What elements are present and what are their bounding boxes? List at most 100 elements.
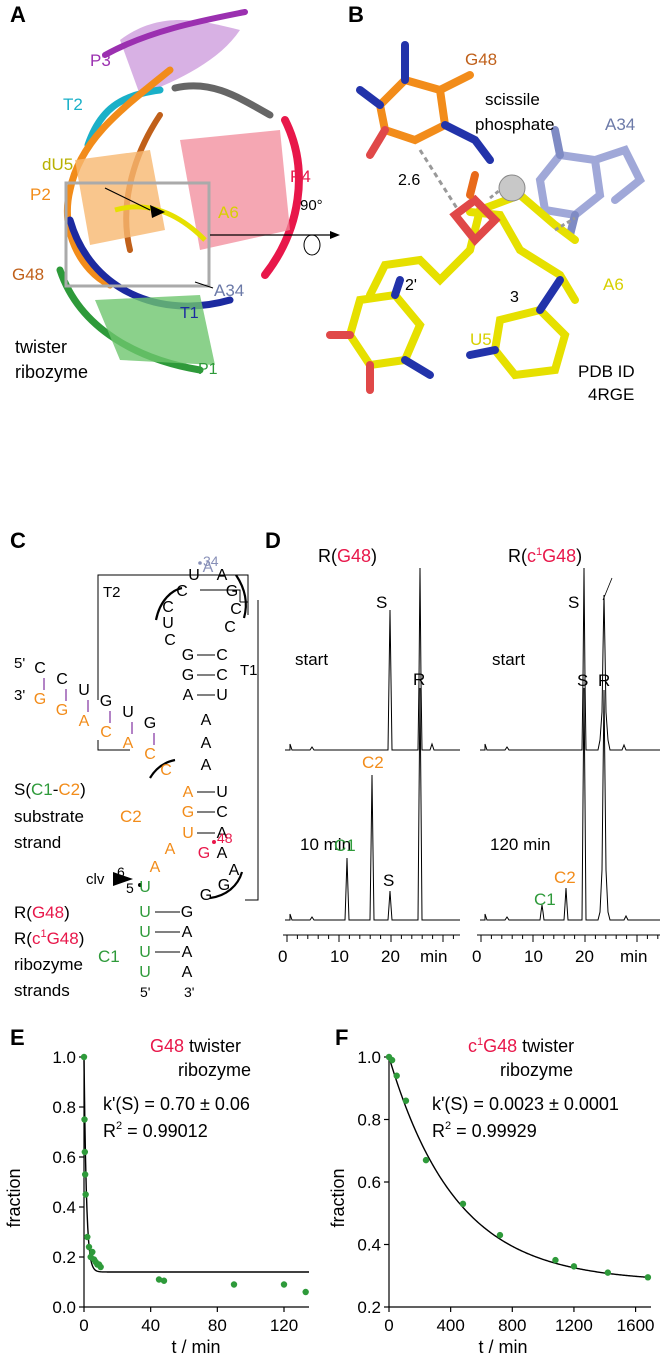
base-34: G xyxy=(181,904,193,921)
p3-helix-shape xyxy=(120,20,240,95)
p4-backbone xyxy=(261,116,303,279)
a6-base xyxy=(466,276,570,380)
base-5: G xyxy=(226,583,238,600)
d-right-c2: C2 xyxy=(554,868,576,887)
e-title-line1: G48 twister xyxy=(150,1036,241,1056)
e-point-2 xyxy=(81,1148,89,1156)
e-point-0 xyxy=(80,1053,88,1061)
f-xlabel: t / min xyxy=(478,1337,527,1357)
p1-arc xyxy=(209,871,244,900)
base-32: U xyxy=(139,879,151,896)
f-title-line2: ribozyme xyxy=(500,1060,573,1080)
base-51: A xyxy=(123,735,134,752)
c-bottom-5prime: 5' xyxy=(140,984,150,1000)
base-0: C xyxy=(176,583,188,600)
label-twister: twister xyxy=(15,337,67,357)
d-right-s2-label: S xyxy=(577,671,588,690)
panel-letter-a: A xyxy=(10,2,26,27)
d-time-axes xyxy=(283,934,660,942)
hbond-metal xyxy=(489,188,501,200)
e-annotation-k: k'(S) = 0.70 ± 0.06 xyxy=(103,1094,250,1114)
d-right-s-label: S xyxy=(568,593,579,612)
e-ytick-label-5: 1.0 xyxy=(52,1048,76,1067)
c-label-3prime: 3' xyxy=(14,687,25,704)
c-label-5prime: 5' xyxy=(14,655,25,672)
base-15: U xyxy=(216,687,228,704)
d-left-title: R(G48) xyxy=(318,546,377,566)
gray-loop-backbone xyxy=(171,82,274,119)
label-t2: T2 xyxy=(63,95,83,114)
base-20: U xyxy=(216,784,228,801)
d-right-tick-10: 10 xyxy=(524,947,543,966)
d-left-tick-0: 0 xyxy=(278,947,287,966)
f-fit-curve xyxy=(388,1056,652,1279)
e-annotation-r2: R2 = 0.99012 xyxy=(103,1120,208,1141)
b-label-u5: U5 xyxy=(470,330,492,349)
c-label-c1: C1 xyxy=(98,947,120,966)
base-27: A xyxy=(229,862,240,879)
u5-base xyxy=(326,276,434,394)
e-point-1 xyxy=(81,1116,88,1123)
pseudoknot-pairs xyxy=(43,678,155,745)
base-6: U xyxy=(162,615,174,632)
panel-letter-c: C xyxy=(10,528,26,553)
base-47: G xyxy=(34,691,46,708)
d-traces xyxy=(285,567,660,921)
panel-e-kinetics-chart: G48 twister ribozyme k'(S) = 0.70 ± 0.06… xyxy=(4,1036,309,1357)
f-ytick-label-4: 1.0 xyxy=(357,1048,381,1067)
base-50: C xyxy=(100,724,112,741)
base-48: G xyxy=(56,702,68,719)
hbond-g48 xyxy=(418,149,460,211)
f-point-9 xyxy=(604,1269,612,1276)
panel-d-hplc: R(G48) R(c1G48) S start S start R 10 min… xyxy=(278,546,660,966)
label-du5: dU5 xyxy=(42,155,73,174)
e-xtick-label-3: 120 xyxy=(270,1316,298,1335)
c-label-t2: T2 xyxy=(103,584,121,601)
base-33: U xyxy=(139,904,151,921)
f-annotation-k: k'(S) = 0.0023 ± 0.0001 xyxy=(432,1094,619,1114)
loop-arc-right xyxy=(235,574,247,619)
label-a6: A6 xyxy=(218,203,239,222)
d-left-c1: C1 xyxy=(334,836,356,855)
base-19: A xyxy=(183,784,194,801)
t1-bracket-right xyxy=(245,600,259,901)
base-31: A xyxy=(150,859,161,876)
f-xtick-label-4: 1600 xyxy=(617,1316,655,1335)
d-right-tick-20: 20 xyxy=(575,947,594,966)
f-point-5 xyxy=(459,1200,467,1208)
base-13: C xyxy=(216,667,228,684)
base-21: G xyxy=(182,804,194,821)
base-22: C xyxy=(216,804,228,821)
b-label-phosphate: phosphate xyxy=(475,115,554,134)
hbond-a34 xyxy=(554,216,576,232)
d-right-c1: C1 xyxy=(534,890,556,909)
f-annotation-r2: R2 = 0.99929 xyxy=(432,1120,537,1141)
base-14: A xyxy=(183,687,194,704)
c-ribozyme-r-c1g48: R(c1G48) xyxy=(14,928,84,948)
d-left-10min: 10 min xyxy=(300,835,351,854)
b-label-scissile: scissile xyxy=(485,90,540,109)
g48-base xyxy=(356,41,494,164)
label-p2: P2 xyxy=(30,185,51,204)
f-ytick-label-3: 0.8 xyxy=(357,1111,381,1130)
trace-left-10min xyxy=(285,687,460,921)
c-ribozyme-r-g48: R(G48) xyxy=(14,903,70,922)
base-24: A xyxy=(217,825,228,842)
base-1: U xyxy=(188,567,200,584)
b-label-g48: G48 xyxy=(465,50,497,69)
base-43: U xyxy=(78,682,90,699)
base-23: U xyxy=(182,825,194,842)
c-substrate-line3: strand xyxy=(14,833,61,852)
trace-right-start xyxy=(480,567,660,751)
f-ytick-label-2: 0.6 xyxy=(357,1173,381,1192)
d-left-axis-unit: min xyxy=(420,947,447,966)
e-point-3 xyxy=(81,1171,89,1178)
c-label-5: 5 xyxy=(126,880,134,896)
base-11: C xyxy=(216,647,228,664)
du5-pointer xyxy=(104,187,151,211)
base-36: A xyxy=(182,924,193,941)
f-point-4 xyxy=(422,1156,430,1164)
metal-ion xyxy=(498,174,526,202)
